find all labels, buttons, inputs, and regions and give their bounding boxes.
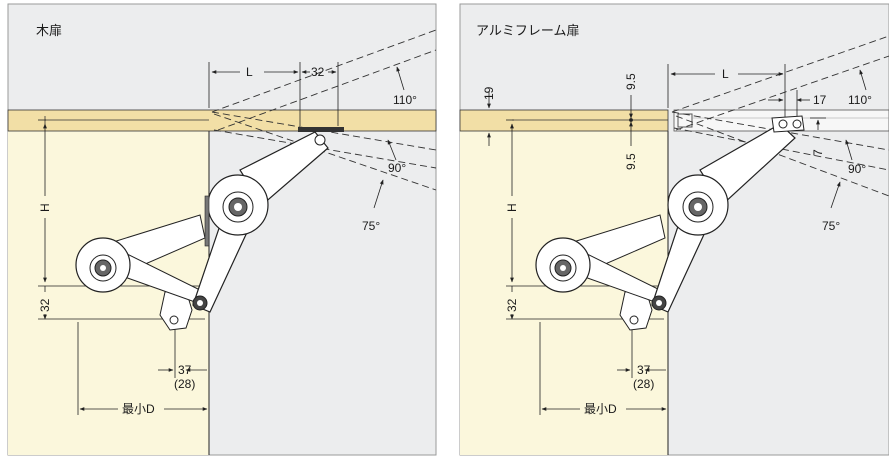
- lid-stay-mechanism: [535, 115, 805, 331]
- door-panel: [7, 109, 437, 132]
- angle-110: 110°: [848, 93, 872, 107]
- dim-7: 7: [811, 149, 825, 156]
- dim-L: L: [722, 67, 729, 81]
- door-panel: [459, 109, 669, 132]
- dim-min-D: 最小D: [122, 402, 155, 416]
- dim-28: (28): [174, 377, 195, 391]
- dim-H: H: [505, 203, 519, 212]
- angle-75: 75°: [362, 219, 380, 233]
- dim-L: L: [246, 65, 253, 79]
- dim-32-vertical: 32: [505, 298, 519, 312]
- panel-wood-door: 木扉 L 32 110° 90° 75°: [7, 3, 437, 456]
- dim-32-vertical: 32: [38, 298, 52, 312]
- dim-28: (28): [633, 377, 654, 391]
- angle-75: 75°: [822, 219, 840, 233]
- dim-9-5-top: 9.5: [624, 73, 638, 90]
- panel-title: アルミフレーム扉: [476, 23, 579, 38]
- panel-title: 木扉: [36, 23, 62, 38]
- dim-19: 19: [482, 86, 496, 100]
- panel-aluminum-frame-door: アルミフレーム扉 19 9.5 9.5 L: [459, 3, 889, 456]
- dim-min-D: 最小D: [584, 402, 617, 416]
- dim-37: 37: [637, 363, 651, 377]
- lid-stay-mechanism: [75, 131, 329, 331]
- angle-110: 110°: [393, 93, 417, 107]
- dim-32-top: 32: [311, 65, 325, 79]
- dim-17: 17: [813, 93, 827, 107]
- dim-H: H: [38, 203, 52, 212]
- angle-90: 90°: [848, 162, 866, 176]
- angle-90: 90°: [388, 161, 406, 175]
- dim-37: 37: [178, 363, 192, 377]
- door-mount-plate: [298, 127, 344, 132]
- dim-9-5-bottom: 9.5: [624, 153, 638, 170]
